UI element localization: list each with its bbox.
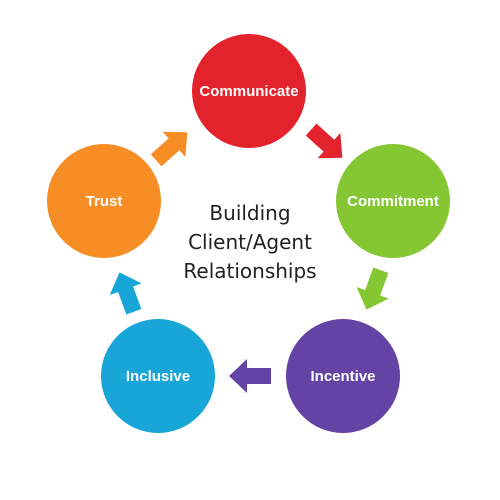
node-label: Commitment	[347, 193, 439, 210]
node-label: Inclusive	[126, 368, 190, 385]
arrow-shape	[356, 267, 389, 310]
node-circle	[336, 144, 450, 258]
arrow-communicate-to-commitment	[305, 123, 343, 159]
node-circle	[101, 319, 215, 433]
node-circle	[47, 144, 161, 258]
node-label: Incentive	[310, 368, 375, 385]
arrow-shape	[305, 123, 343, 159]
node-circle	[286, 319, 400, 433]
node-communicate: Communicate	[192, 34, 306, 148]
arrow-shape	[150, 131, 188, 167]
node-incentive: Incentive	[286, 319, 400, 433]
node-commitment: Commitment	[336, 144, 450, 258]
arrow-inclusive-to-trust	[109, 272, 142, 315]
node-label: Communicate	[199, 83, 298, 100]
node-label: Trust	[86, 193, 123, 210]
center-title: Building Client/Agent Relationships	[183, 201, 316, 283]
arrow-trust-to-communicate	[150, 131, 188, 167]
arrow-shape	[109, 272, 142, 315]
arrow-incentive-to-inclusive	[229, 359, 271, 393]
node-trust: Trust	[47, 144, 161, 258]
center-title-line: Building	[209, 201, 290, 225]
arrow-commitment-to-incentive	[356, 267, 389, 310]
node-inclusive: Inclusive	[101, 319, 215, 433]
node-circle	[192, 34, 306, 148]
center-title-line: Client/Agent	[188, 230, 312, 254]
center-title-line: Relationships	[183, 259, 316, 283]
arrow-shape	[229, 359, 271, 393]
